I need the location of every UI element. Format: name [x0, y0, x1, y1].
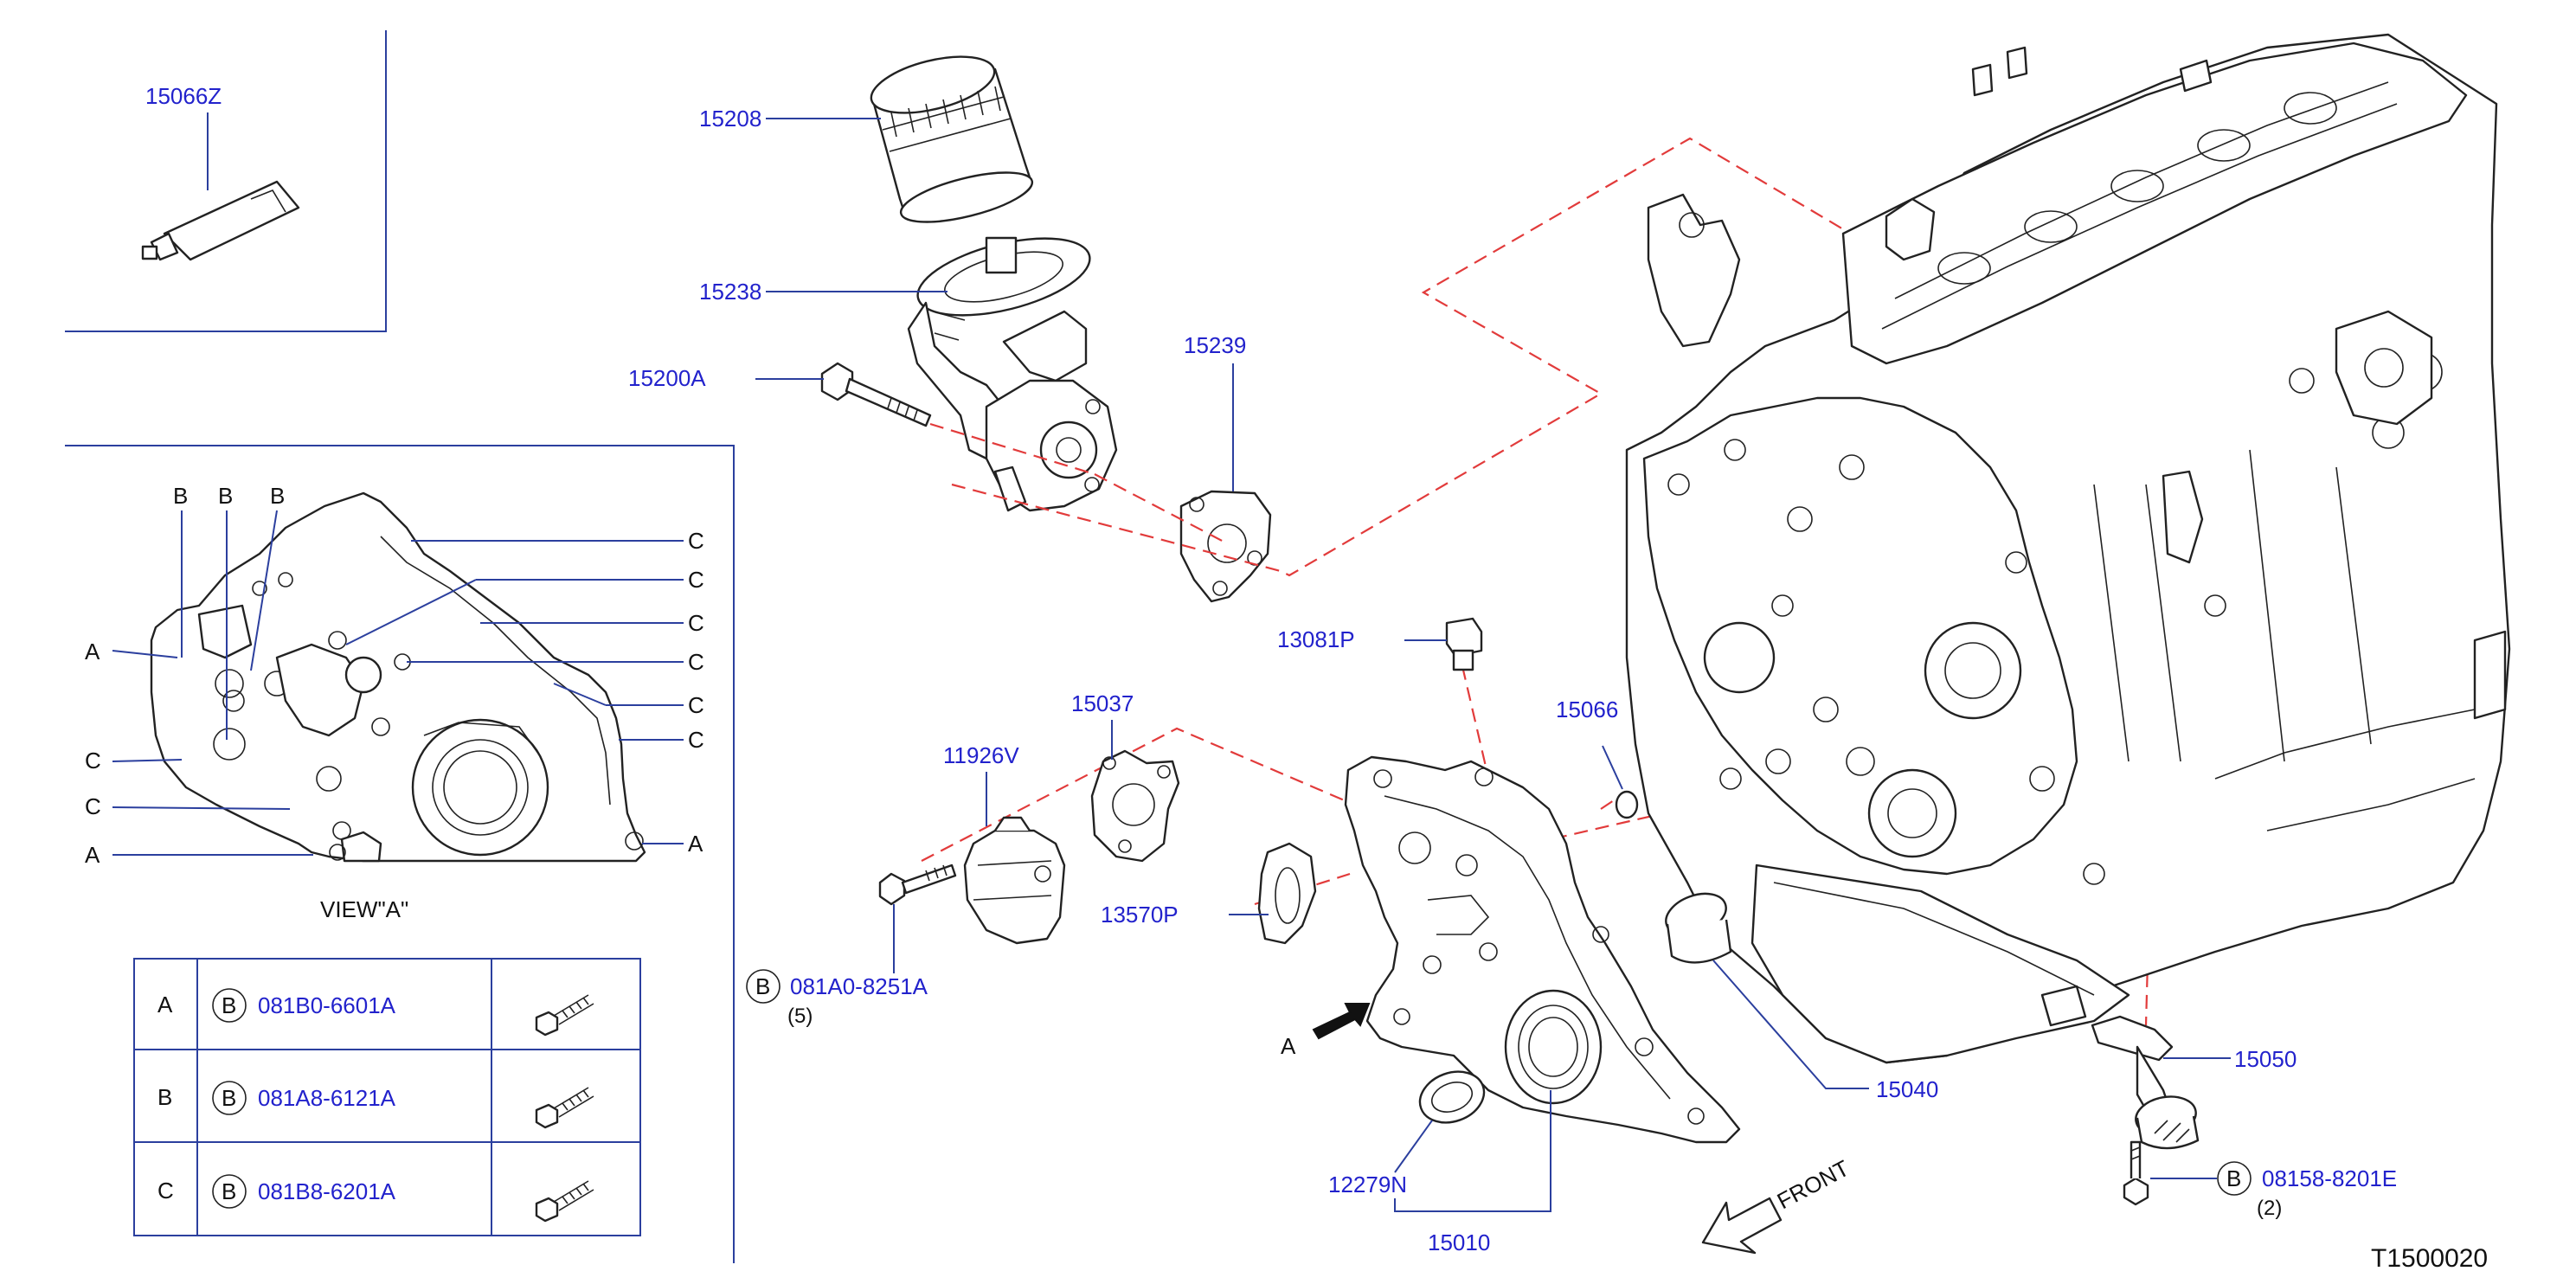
- oil-filter-icon: [870, 55, 1034, 223]
- bolt-key: A: [157, 992, 173, 1018]
- label-15050[interactable]: 15050: [2234, 1046, 2297, 1072]
- front-arrow-icon: [1701, 1197, 1783, 1255]
- oil-filter-bracket-icon: [907, 236, 1118, 512]
- bolt-table-row: C B 081B8-6201A: [157, 1174, 595, 1223]
- bolt-table: A B 081B0-6601A B B 081A8-6121A C B 081B…: [133, 958, 641, 1236]
- view-a-letter-c: C: [688, 649, 704, 675]
- view-a-letter-c: C: [688, 610, 704, 636]
- water-pump-icon: [963, 816, 1066, 945]
- cover-bolt-icon: [878, 863, 957, 906]
- view-a-letter-a: A: [688, 831, 703, 857]
- view-a-inset: B B B A C C A C C C C C C A VIEW"A": [65, 445, 735, 1263]
- label-081A0-8251A[interactable]: 081A0-8251A: [790, 973, 928, 999]
- oil-seal-icon: [1418, 1070, 1486, 1124]
- bolt-icon: [535, 1179, 595, 1223]
- view-a-letter-c: C: [688, 727, 704, 753]
- bolt-mark: B: [222, 992, 236, 1018]
- bolt-part-number[interactable]: 081B8-6201A: [258, 1178, 396, 1204]
- label-15239[interactable]: 15239: [1184, 332, 1246, 358]
- bolt-mark: B: [222, 1085, 236, 1111]
- view-a-letter-c: C: [85, 793, 101, 819]
- spacer-icon: [1665, 892, 1732, 964]
- view-a-letter-a: A: [85, 639, 100, 664]
- view-a-letter-b: B: [270, 483, 285, 509]
- label-15037[interactable]: 15037: [1071, 690, 1134, 716]
- circle-b-mark: B: [2226, 1165, 2241, 1191]
- bracket-bolt-icon: [820, 362, 932, 427]
- bolt-table-row: A B 081B0-6601A: [157, 988, 595, 1037]
- view-a-letter-c: C: [85, 748, 101, 774]
- label-11926V[interactable]: 11926V: [943, 742, 1019, 768]
- bolt-part-number[interactable]: 081A8-6121A: [258, 1085, 396, 1111]
- label-13570P[interactable]: 13570P: [1101, 902, 1179, 928]
- sealant-tube-icon: [141, 180, 300, 261]
- view-a-arrow-icon: [1312, 1003, 1371, 1040]
- strainer-bolt-icon: [2123, 1140, 2149, 1206]
- front-cover-icon: [1344, 755, 1741, 1144]
- oil-strainer-icon: [2091, 1015, 2200, 1150]
- label-08158-8201E[interactable]: 08158-8201E: [2262, 1165, 2397, 1191]
- qty-081A0: (5): [787, 1005, 813, 1028]
- qty-08158: (2): [2257, 1197, 2282, 1220]
- sealant-inset: 15066Z: [65, 30, 387, 332]
- o-ring-icon: [1615, 790, 1639, 819]
- bolt-icon: [535, 1086, 595, 1129]
- bolt-mark: B: [222, 1178, 236, 1204]
- view-a-letter-b: B: [218, 483, 233, 509]
- view-a-letter-b: B: [173, 483, 188, 509]
- view-a-letter-c: C: [688, 567, 704, 593]
- bracket-gasket-icon: [1179, 490, 1272, 603]
- engine-block-illustration: [1625, 33, 2511, 1064]
- bolt-icon: [535, 993, 595, 1037]
- view-a-letter-a: A: [85, 842, 100, 868]
- front-cover-group: 13081P 15066 15037 11926V: [746, 617, 1938, 1255]
- cover-gasket-icon: [1257, 842, 1317, 945]
- label-15208[interactable]: 15208: [699, 106, 761, 132]
- label-15010[interactable]: 15010: [1428, 1229, 1490, 1255]
- water-pump-gasket-icon: [1090, 749, 1180, 863]
- bolt-table-row: B B 081A8-6121A: [157, 1081, 595, 1129]
- view-a-letter-c: C: [688, 692, 704, 718]
- view-a-arrow-label: A: [1281, 1033, 1296, 1059]
- strainer-group: 15050 B 08158-8201E (2): [2091, 1015, 2397, 1220]
- bolt-key: C: [157, 1178, 174, 1204]
- label-15200A[interactable]: 15200A: [628, 365, 706, 391]
- circle-b-mark: B: [755, 973, 770, 999]
- label-15238[interactable]: 15238: [699, 279, 761, 305]
- label-15066Z[interactable]: 15066Z: [145, 83, 222, 109]
- bolt-part-number[interactable]: 081B0-6601A: [258, 992, 396, 1018]
- front-cover-outline: [150, 491, 646, 863]
- label-12279N[interactable]: 12279N: [1328, 1172, 1407, 1197]
- front-label: FRONT: [1773, 1155, 1853, 1215]
- bolt-key: B: [157, 1084, 172, 1110]
- view-a-letter-c: C: [688, 528, 704, 554]
- view-a-title: VIEW"A": [320, 896, 408, 922]
- plug-icon: [1445, 617, 1483, 671]
- label-15066[interactable]: 15066: [1556, 697, 1618, 722]
- label-13081P[interactable]: 13081P: [1277, 626, 1355, 652]
- label-15040[interactable]: 15040: [1876, 1076, 1938, 1102]
- diagram-id: T1500020: [2371, 1244, 2488, 1273]
- oil-filter-group: 15208 15238 15200A: [628, 55, 1272, 603]
